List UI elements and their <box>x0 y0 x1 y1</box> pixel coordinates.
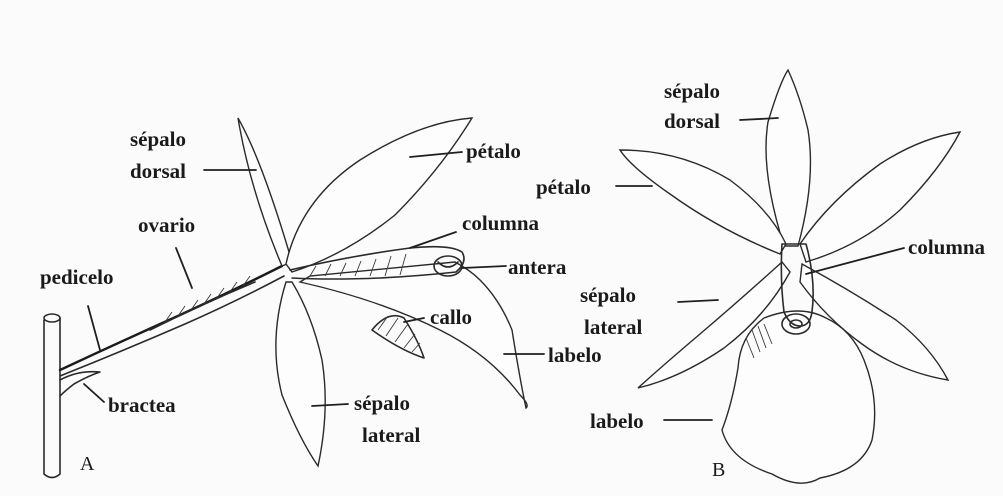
label-bractea: bractea <box>108 393 176 417</box>
figure-letter-b: B <box>712 459 725 481</box>
dorsal-sepal-b <box>766 70 810 246</box>
leader-ovario <box>176 248 192 288</box>
figure-b: sépalo dorsal pétalo columna sépalo late… <box>536 70 986 483</box>
label-pedicelo: pedicelo <box>40 265 114 289</box>
label-sepalo-lateral-a-line1: sépalo <box>354 391 410 415</box>
leader-antera <box>462 266 506 268</box>
label-sepalo-dorsal-a-line1: sépalo <box>130 127 186 151</box>
label-sepalo-lateral-b-line1: sépalo <box>580 283 636 307</box>
dorsal-sepal-a <box>238 118 292 266</box>
figure-letter-a: A <box>80 453 95 475</box>
label-sepalo-dorsal-a-line2: dorsal <box>130 159 186 183</box>
callus <box>372 316 424 358</box>
label-sepalo-dorsal-b-line1: sépalo <box>664 79 720 103</box>
label-callo: callo <box>430 305 472 329</box>
leader-sepalo-lateral-b <box>678 300 718 302</box>
petal-left-b <box>620 150 786 254</box>
leader-bractea <box>84 384 104 402</box>
label-petalo-a: pétalo <box>466 139 521 163</box>
label-columna-a: columna <box>462 211 540 235</box>
label-labelo-a: labelo <box>548 343 602 367</box>
lateral-sepal-a <box>276 282 325 466</box>
figure-a: sépalo dorsal pétalo ovario columna pedi… <box>40 118 602 478</box>
label-sepalo-lateral-b-line2: lateral <box>584 315 642 339</box>
label-sepalo-dorsal-b-line2: dorsal <box>664 109 720 133</box>
stem <box>44 314 60 478</box>
leader-columna-a <box>410 232 456 248</box>
petal-a <box>286 118 472 272</box>
label-petalo-b: pétalo <box>536 175 591 199</box>
leader-pedicelo <box>88 306 100 350</box>
label-columna-b: columna <box>908 235 986 259</box>
label-sepalo-lateral-a-line2: lateral <box>362 423 420 447</box>
label-labelo-b: labelo <box>590 409 644 433</box>
label-ovario: ovario <box>138 213 195 237</box>
label-antera: antera <box>508 255 567 279</box>
